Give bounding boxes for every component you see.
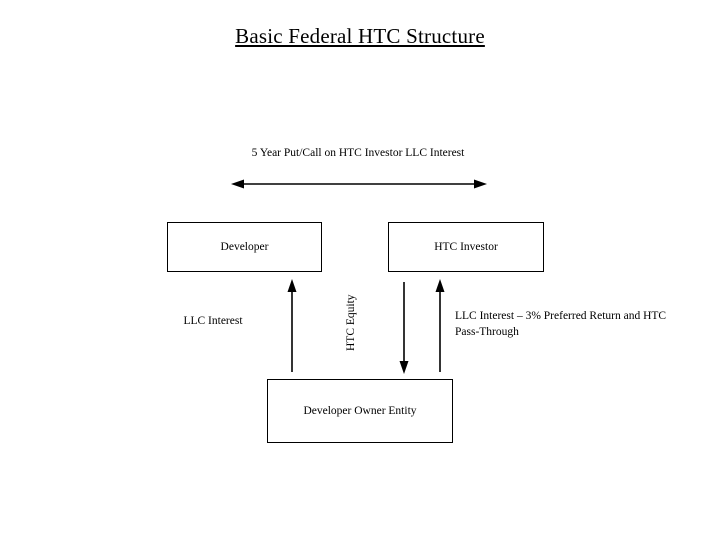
box-developer-owner-entity: Developer Owner Entity	[267, 379, 453, 443]
htc-investor-up-arrow	[435, 279, 445, 372]
page-title: Basic Federal HTC Structure	[235, 24, 485, 48]
box-owner-entity-label: Developer Owner Entity	[303, 405, 417, 417]
box-developer: Developer	[167, 222, 322, 272]
box-developer-label: Developer	[220, 241, 269, 253]
llc-interest-label: LLC Interest	[183, 315, 243, 327]
put-call-label: 5 Year Put/Call on HTC Investor LLC Inte…	[251, 147, 465, 159]
htc-equity-down-arrow	[399, 282, 409, 374]
box-htc-investor-label: HTC Investor	[434, 241, 498, 253]
box-htc-investor: HTC Investor	[388, 222, 544, 272]
put-call-double-arrow	[231, 179, 487, 189]
developer-up-arrow	[287, 279, 297, 372]
llc-preferred-return-label: LLC Interest – 3% Preferred Return and H…	[455, 310, 667, 338]
htc-equity-label: HTC Equity	[345, 294, 357, 352]
